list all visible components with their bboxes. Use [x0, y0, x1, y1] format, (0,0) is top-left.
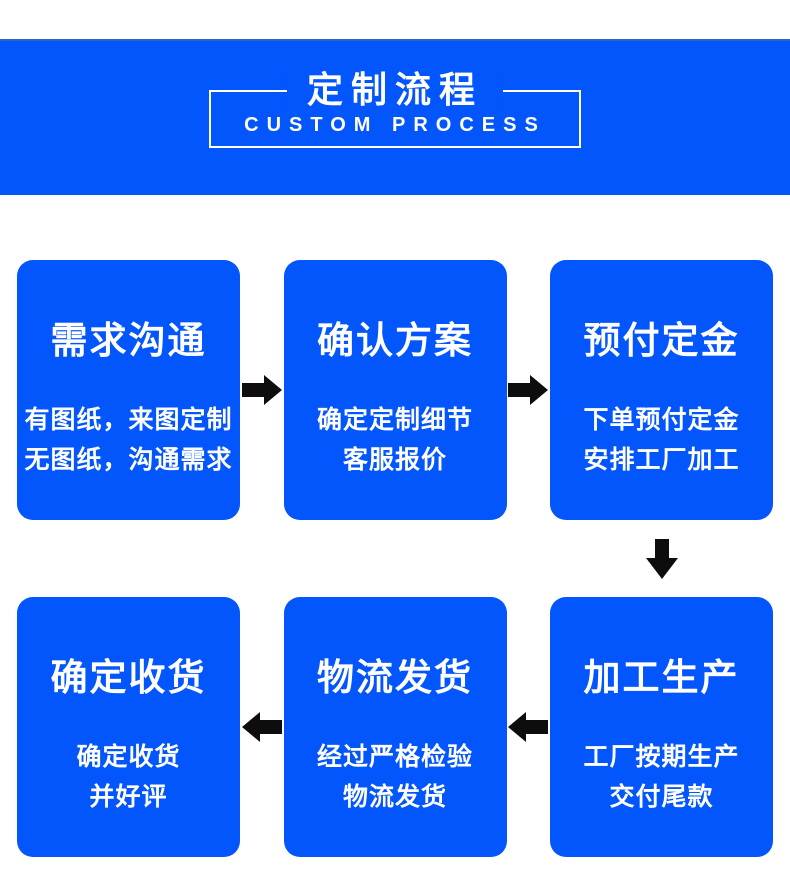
top-spacer: [0, 0, 790, 39]
row-connector: [17, 520, 773, 597]
process-flow: 需求沟通 有图纸，来图定制 无图纸，沟通需求 确认方案 确定定制细节 客服报价: [0, 260, 790, 857]
step-card-deposit: 预付定金 下单预付定金 安排工厂加工: [550, 260, 773, 520]
step-details: 确定收货 并好评: [17, 737, 240, 817]
step-detail-line: 经过严格检验: [316, 743, 473, 771]
arrow-right-icon: [241, 375, 282, 405]
arrow-down-icon: [645, 539, 678, 579]
step-details: 下单预付定金 安排工厂加工: [550, 400, 773, 480]
bottom-spacer: [0, 857, 790, 889]
flow-row-2: 确定收货 确定收货 并好评 物流发货 经过严格检验 物流发货 加工生产: [17, 597, 773, 857]
step-card-production: 加工生产 工厂按期生产 交付尾款: [550, 597, 773, 857]
banner-title-box: 定制流程 CUSTOM PROCESS: [209, 66, 581, 148]
step-title: 物流发货: [317, 657, 473, 698]
arrow-cell: [240, 597, 284, 857]
arrow-right-icon: [508, 375, 549, 405]
step-details: 工厂按期生产 交付尾款: [550, 737, 773, 817]
step-details: 确定定制细节 客服报价: [284, 400, 507, 480]
section-banner: 定制流程 CUSTOM PROCESS: [0, 39, 790, 195]
step-details: 经过严格检验 物流发货: [284, 737, 507, 817]
step-card-confirm-plan: 确认方案 确定定制细节 客服报价: [283, 260, 507, 520]
step-card-shipping: 物流发货 经过严格检验 物流发货: [283, 597, 507, 857]
step-title: 预付定金: [583, 320, 740, 361]
step-detail-line: 客服报价: [342, 446, 447, 474]
arrow-left-icon: [508, 712, 549, 742]
step-title: 加工生产: [583, 657, 740, 698]
step-details: 有图纸，来图定制 无图纸，沟通需求: [17, 400, 240, 480]
step-detail-line: 安排工厂加工: [583, 446, 740, 474]
step-title: 确认方案: [317, 320, 473, 361]
step-title: 需求沟通: [50, 320, 207, 361]
step-detail-line: 交付尾款: [609, 783, 714, 811]
step-card-confirm-receipt: 确定收货 确定收货 并好评: [17, 597, 240, 857]
step-title: 确定收货: [50, 657, 207, 698]
arrow-left-icon: [241, 712, 282, 742]
step-detail-line: 无图纸，沟通需求: [24, 446, 233, 474]
step-detail-line: 工厂按期生产: [583, 743, 740, 771]
arrow-cell: [507, 597, 551, 857]
step-detail-line: 物流发货: [342, 783, 447, 811]
banner-title: 定制流程: [286, 66, 504, 114]
arrow-cell: [240, 260, 284, 520]
step-detail-line: 下单预付定金: [583, 406, 740, 434]
step-detail-line: 有图纸，来图定制: [24, 406, 233, 434]
banner-subtitle: CUSTOM PROCESS: [244, 114, 546, 136]
step-detail-line: 确定收货: [76, 743, 181, 771]
arrow-cell: [507, 260, 551, 520]
step-card-requirements: 需求沟通 有图纸，来图定制 无图纸，沟通需求: [17, 260, 240, 520]
step-detail-line: 确定定制细节: [316, 406, 473, 434]
flow-row-1: 需求沟通 有图纸，来图定制 无图纸，沟通需求 确认方案 确定定制细节 客服报价: [17, 260, 773, 520]
step-detail-line: 并好评: [89, 783, 168, 811]
